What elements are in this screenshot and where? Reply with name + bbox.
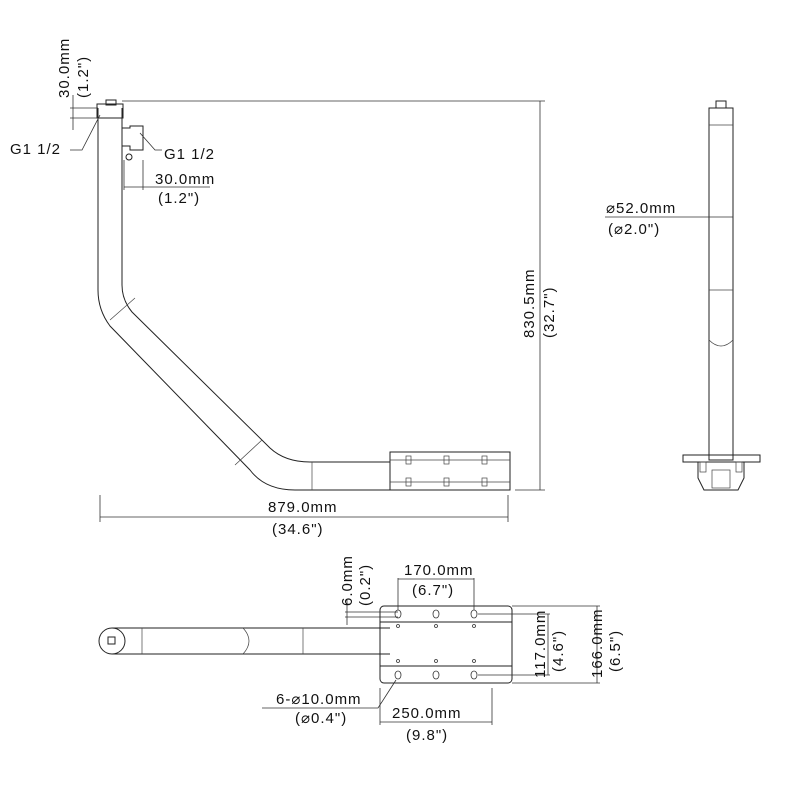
plate-length-in: (9.8") xyxy=(406,727,448,744)
diameter-mm: ⌀52.0mm xyxy=(606,200,676,217)
length-mm: 879.0mm xyxy=(268,499,338,516)
top-fitting xyxy=(96,103,124,119)
mounting-plate-top xyxy=(379,605,513,684)
end-view: ⌀52.0mm (⌀2.0") xyxy=(605,100,761,491)
plate-width-mm: 166.0mm xyxy=(589,608,606,678)
slot-mm: 6.0mm xyxy=(339,555,356,606)
side-fitting xyxy=(122,125,144,151)
height-mm: 830.5mm xyxy=(521,268,538,338)
side-offset-in: (1.2") xyxy=(158,190,200,207)
mounting-holes xyxy=(394,609,478,680)
drain-port xyxy=(125,153,133,161)
pole-pipe xyxy=(708,107,734,461)
top-offset-in: (1.2") xyxy=(75,56,92,98)
side-view: 30.0mm (1.2") G1 1/2 G1 1/2 30.0mm (1.2"… xyxy=(10,38,558,538)
pipe-end-circle xyxy=(98,627,126,655)
base-plate xyxy=(682,454,761,463)
top-view: 6.0mm (0.2") 170.0mm (6.7") 117.0mm (4.6… xyxy=(98,555,624,744)
arm-pipe-outline xyxy=(97,108,510,491)
holes-mm: 6-⌀10.0mm xyxy=(276,691,362,708)
holes-in: (⌀0.4") xyxy=(295,710,347,727)
top-offset-mm: 30.0mm xyxy=(56,38,73,98)
side-offset-mm: 30.0mm xyxy=(155,171,215,188)
row-spacing-in: (4.6") xyxy=(550,630,567,672)
plate-width-in: (6.5") xyxy=(607,630,624,672)
hole-spacing-mm: 170.0mm xyxy=(404,562,474,579)
thread-label-left: G1 1/2 xyxy=(10,141,61,158)
diameter-in: (⌀2.0") xyxy=(608,221,660,238)
pole-cap xyxy=(715,100,727,109)
plate-length-mm: 250.0mm xyxy=(392,705,462,722)
arm-pipe-top xyxy=(112,627,390,655)
slot-in: (0.2") xyxy=(357,564,374,606)
height-in: (32.7") xyxy=(541,286,558,338)
row-spacing-mm: 117.0mm xyxy=(532,610,549,678)
thread-label-right: G1 1/2 xyxy=(164,146,215,163)
length-in: (34.6") xyxy=(272,521,324,538)
top-cap xyxy=(105,99,117,106)
mounting-plate-side xyxy=(389,451,511,491)
hole-spacing-in: (6.7") xyxy=(412,582,454,599)
clamp-bracket xyxy=(697,462,745,491)
